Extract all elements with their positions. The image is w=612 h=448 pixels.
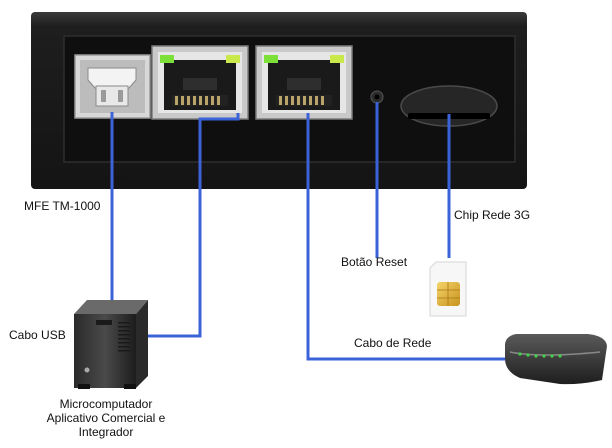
mini-pc-icon <box>74 300 148 389</box>
reset-pinhole-icon <box>370 90 384 104</box>
computer-label: Microcomputador Aplicativo Comercial e I… <box>16 397 196 439</box>
chip-label: Chip Rede 3G <box>454 208 531 222</box>
device-label: MFE TM-1000 <box>24 199 101 213</box>
reset-button-label: Botão Reset <box>341 255 408 269</box>
router-icon <box>505 334 607 385</box>
rj45-port-icon <box>151 45 249 120</box>
cables <box>110 102 514 361</box>
router-network-cable-line <box>306 113 514 361</box>
cable-usb-label: Cabo USB <box>9 328 66 342</box>
rj45-port-icon <box>255 45 353 120</box>
computer-label-line3: Integrador <box>78 425 134 439</box>
network-cable-label: Cabo de Rede <box>354 336 432 350</box>
computer-label-line1: Microcomputador <box>59 397 153 411</box>
pc-ethernet-cable-line <box>140 113 240 338</box>
sim-card-icon <box>429 261 467 317</box>
computer-label-line2: Aplicativo Comercial e <box>46 411 166 425</box>
usb-b-port-icon <box>74 54 151 119</box>
